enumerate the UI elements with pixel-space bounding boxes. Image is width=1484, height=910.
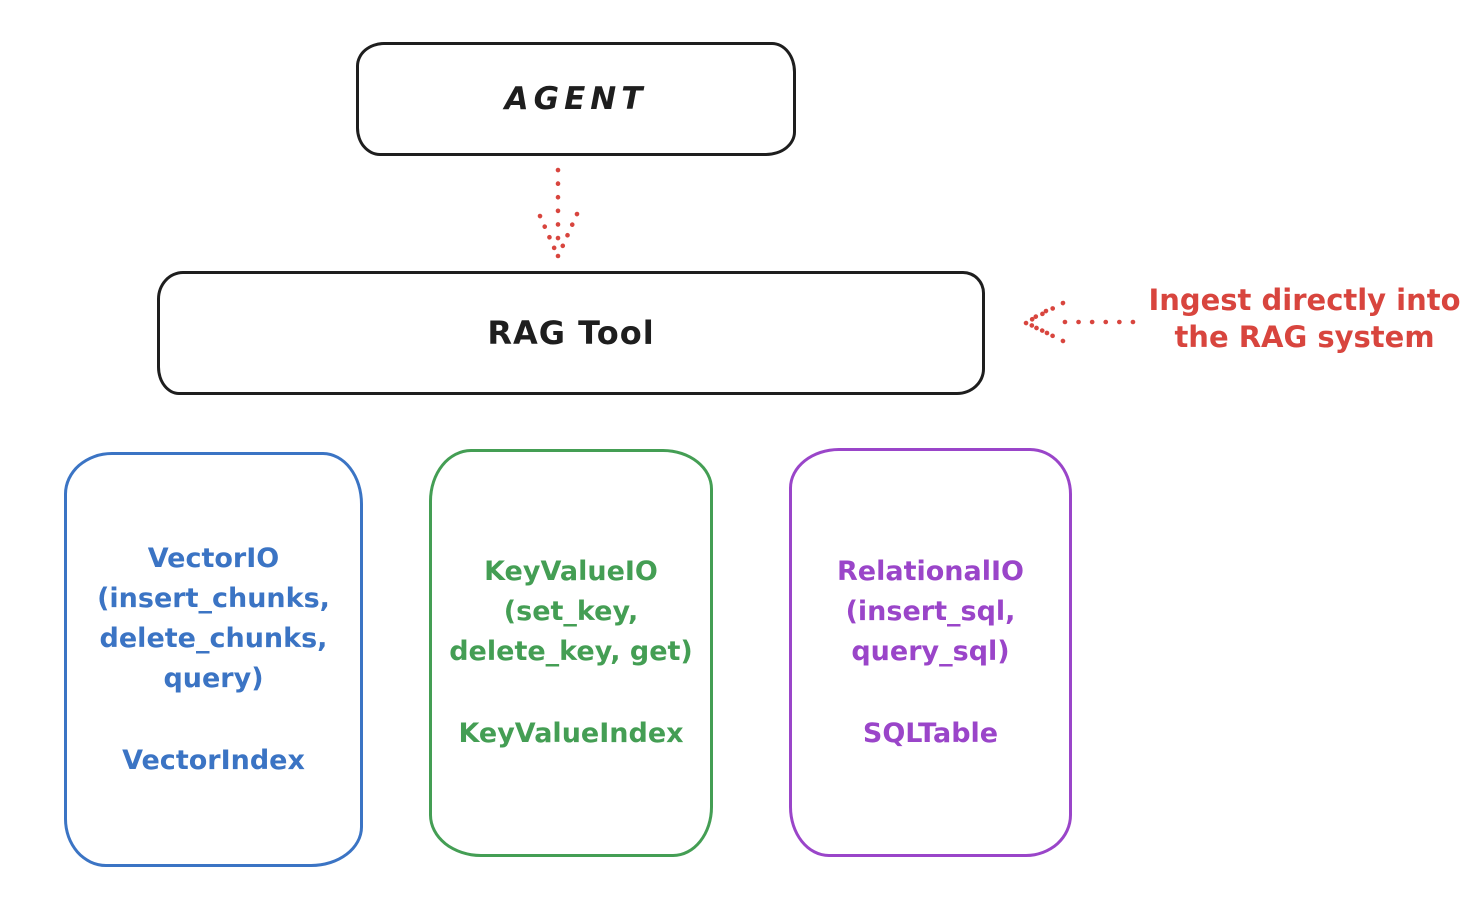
keyvalue-io-method-line: delete_key, get) bbox=[449, 636, 693, 667]
relational-io-method-line: (insert_sql, bbox=[845, 595, 1016, 627]
keyvalue-io-box: KeyValueIO (set_key, delete_key, get) Ke… bbox=[429, 449, 713, 857]
relational-io-method-line: query_sql) bbox=[851, 635, 1010, 667]
keyvalue-io-title: KeyValueIO bbox=[484, 556, 658, 587]
ingest-annotation: Ingest directly into the RAG system bbox=[1132, 282, 1477, 356]
relational-io-box: RelationalIO (insert_sql, query_sql) SQL… bbox=[789, 448, 1072, 857]
ingest-annotation-line1: Ingest directly into bbox=[1148, 283, 1461, 317]
vector-io-method-line: delete_chunks, bbox=[99, 622, 328, 654]
keyvalue-index-label: KeyValueIndex bbox=[458, 718, 684, 749]
keyvalue-io-method-line: (set_key, bbox=[503, 596, 639, 627]
vector-index-label: VectorIndex bbox=[122, 744, 305, 776]
dotted-down-arrow-icon bbox=[537, 167, 580, 259]
agent-box: AGENT bbox=[356, 42, 796, 156]
agent-label: AGENT bbox=[504, 81, 648, 117]
rag-tool-label: RAG Tool bbox=[487, 314, 655, 352]
relational-io-title: RelationalIO bbox=[837, 555, 1024, 587]
dotted-left-arrow-icon bbox=[1023, 300, 1136, 344]
ingest-annotation-line2: the RAG system bbox=[1174, 320, 1435, 354]
vector-io-method-line: (insert_chunks, bbox=[97, 582, 330, 614]
sql-table-label: SQLTable bbox=[862, 717, 999, 749]
vector-io-method-line: query) bbox=[163, 662, 264, 694]
rag-tool-box: RAG Tool bbox=[157, 271, 985, 395]
vector-io-box: VectorIO (insert_chunks, delete_chunks, … bbox=[64, 452, 363, 867]
vector-io-title: VectorIO bbox=[147, 542, 280, 574]
